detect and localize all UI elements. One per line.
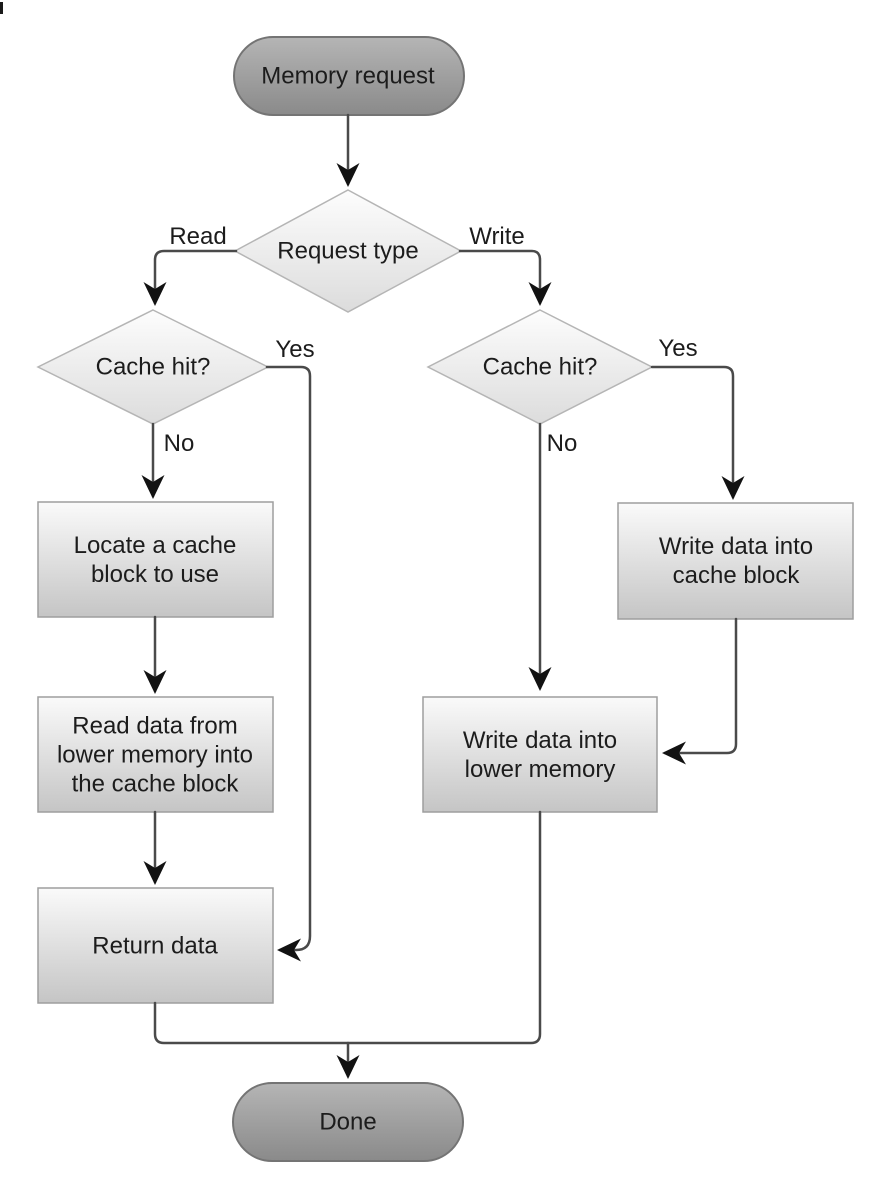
scan-artifact bbox=[0, 2, 3, 14]
edge-write-yes bbox=[650, 365, 745, 500]
node-label-return-data: Return data bbox=[92, 932, 218, 960]
node-read-lower-shape bbox=[37, 696, 274, 813]
edge-label-write: Write bbox=[469, 223, 525, 250]
node-locate-block-shape bbox=[37, 501, 274, 618]
node-label-cache-hit-read: Cache hit? bbox=[95, 353, 211, 381]
edge-label-read: Read bbox=[169, 223, 227, 250]
node-label-cache-hit-write: Cache hit? bbox=[482, 353, 598, 381]
edge-label-yes-read: Yes bbox=[275, 336, 315, 363]
edge-read-yes bbox=[265, 365, 312, 962]
edge-read-branch bbox=[143, 249, 238, 306]
node-request-type-shape bbox=[233, 189, 463, 313]
node-label-read-lower: Read data from lower memory into the cac… bbox=[56, 712, 254, 798]
node-label-write-cache: Write data into cache block bbox=[658, 533, 814, 589]
edge-label-no-write: No bbox=[546, 430, 578, 457]
node-done-shape bbox=[232, 1082, 464, 1162]
node-label-done: Done bbox=[319, 1108, 377, 1136]
node-label-locate-block: Locate a cache block to use bbox=[73, 532, 237, 588]
node-label-request-type: Request type bbox=[277, 237, 419, 265]
edge-write-lower-to-done bbox=[346, 810, 542, 1045]
node-write-lower-shape bbox=[422, 696, 658, 813]
node-label-write-lower: Write data into lower memory bbox=[462, 727, 618, 783]
node-write-cache-shape bbox=[617, 502, 854, 620]
edge-label-no-read: No bbox=[163, 430, 195, 457]
node-return-data-shape bbox=[37, 887, 274, 1004]
edge-write-branch bbox=[458, 249, 552, 306]
edge-label-yes-write: Yes bbox=[658, 335, 698, 362]
node-label-start: Memory request bbox=[261, 62, 435, 90]
edge-write-cache-to-write-lower bbox=[662, 617, 738, 765]
edge-return-to-done bbox=[153, 1001, 350, 1045]
